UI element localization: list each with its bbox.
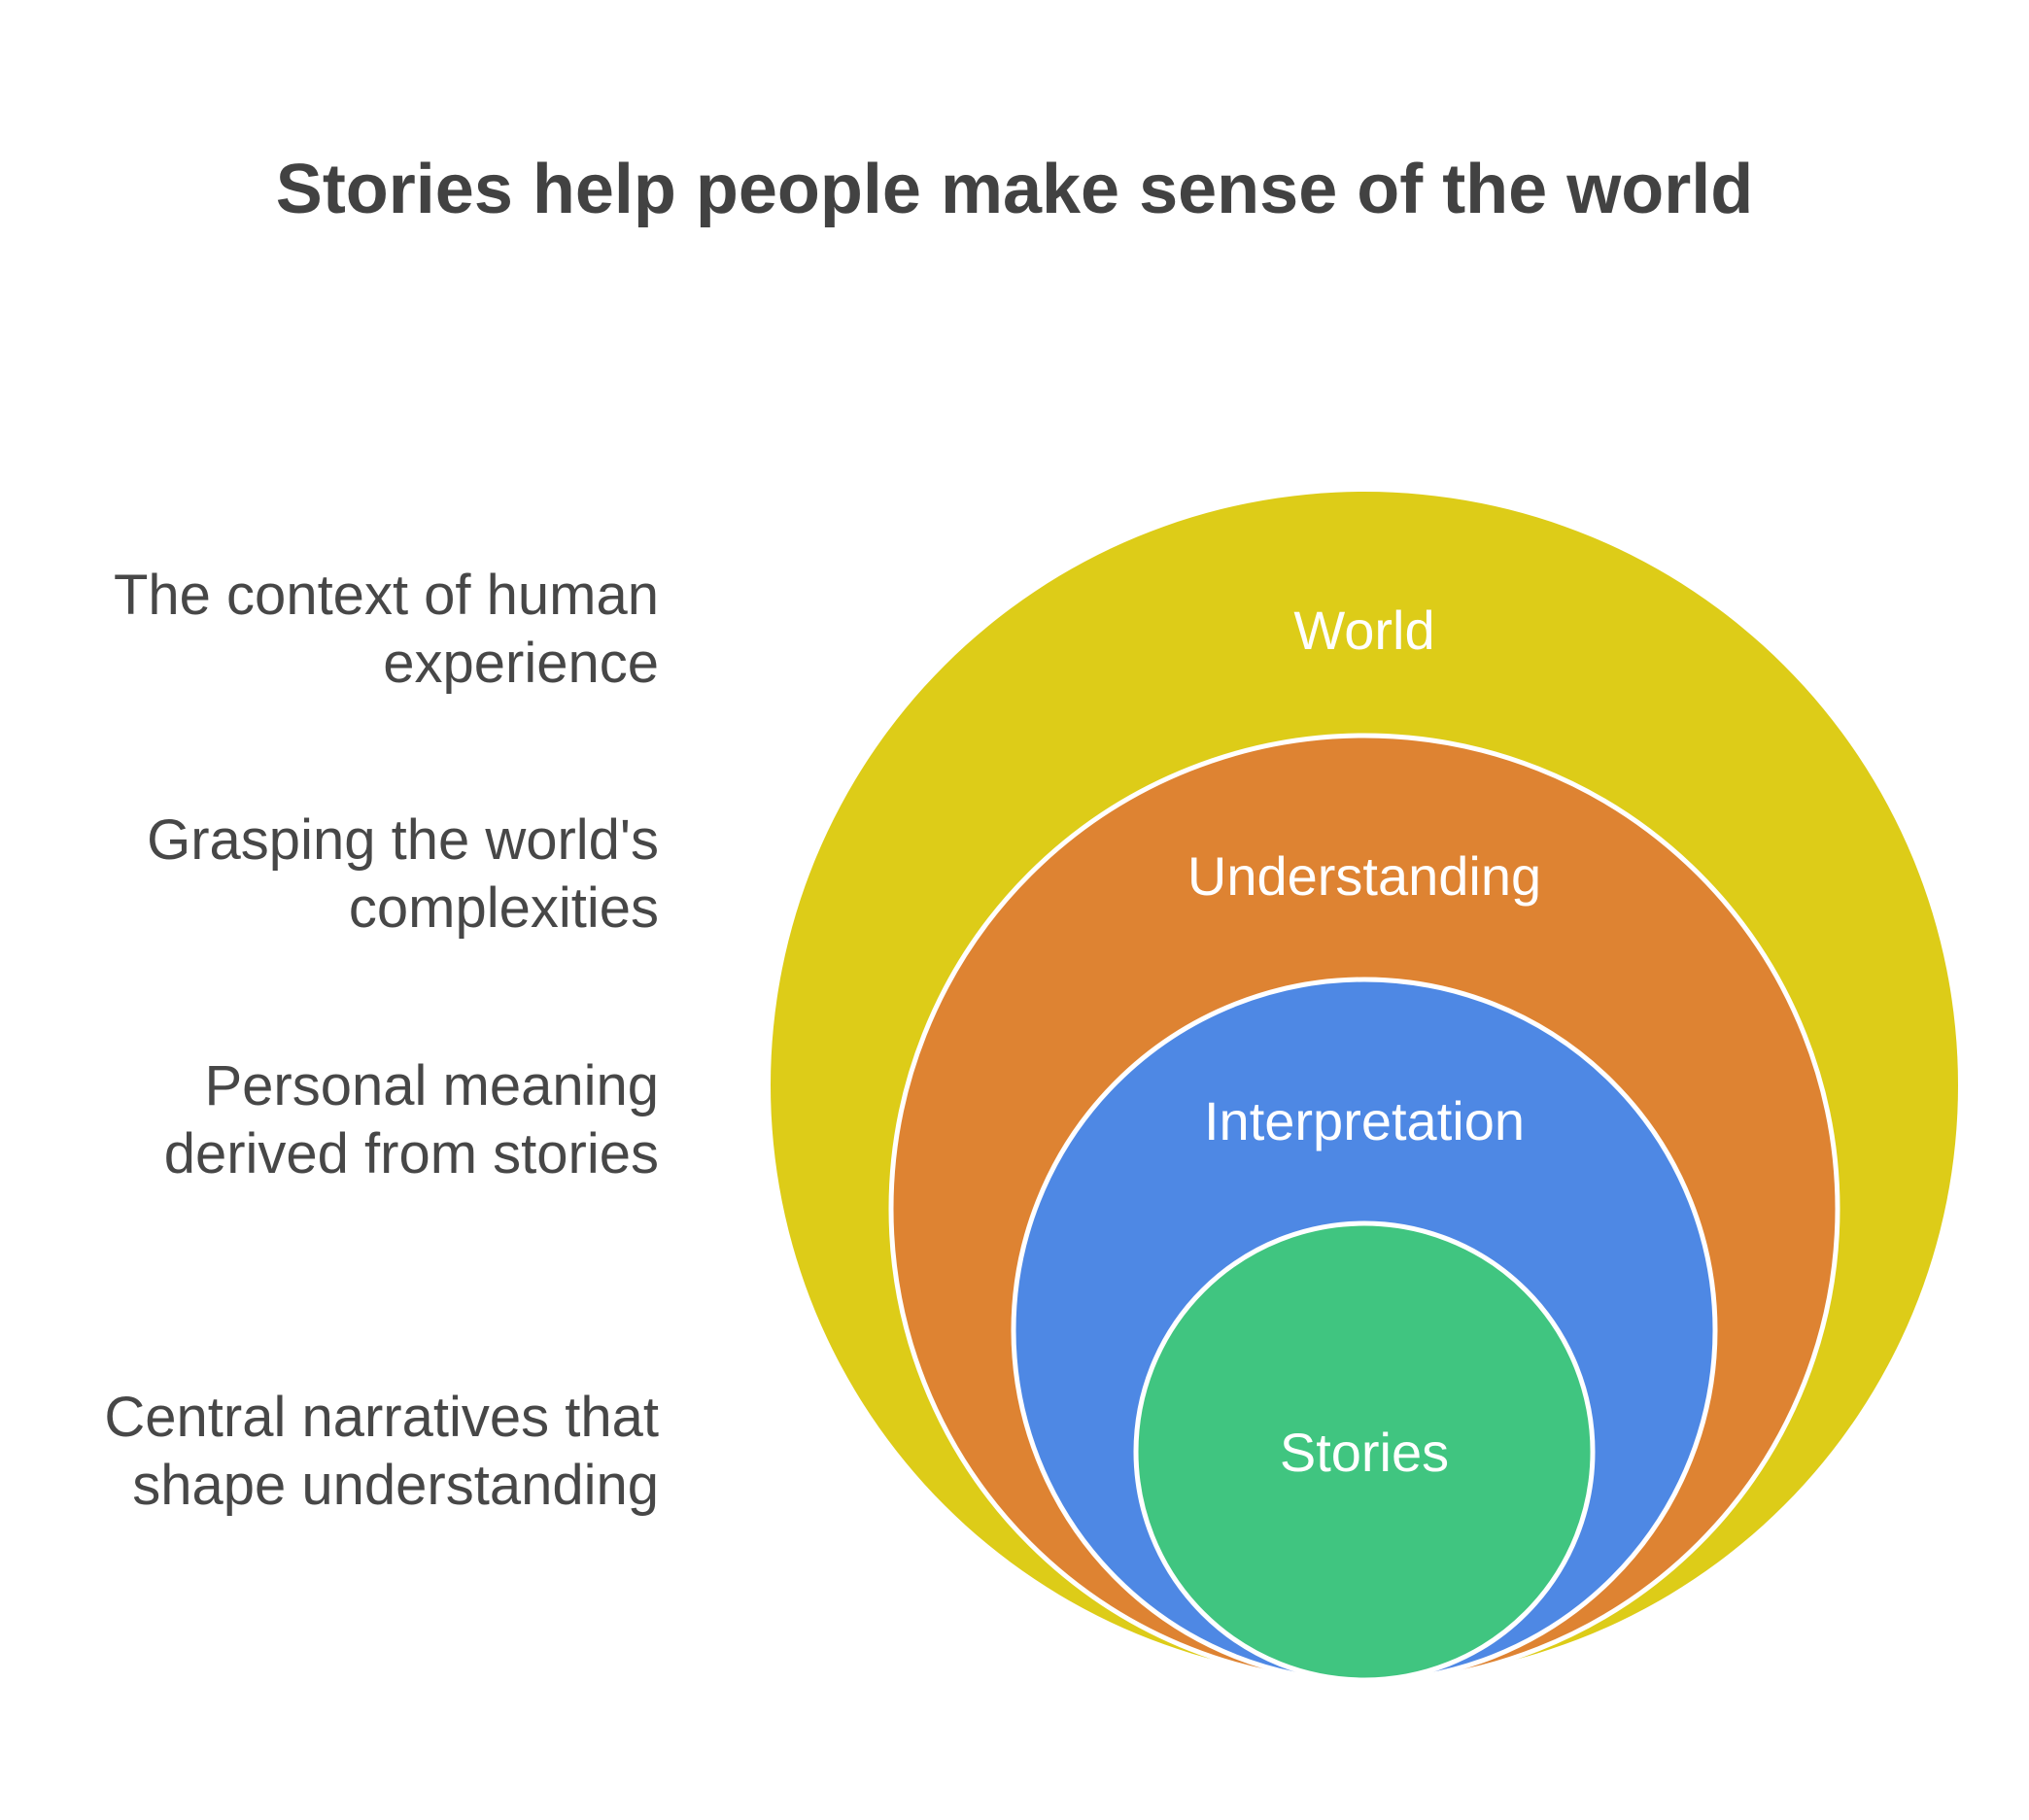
stories-circle xyxy=(1133,1220,1596,1683)
interpretation-label: Interpretation xyxy=(1204,1090,1525,1151)
stories-description-line-1: Central narratives that xyxy=(104,1386,659,1449)
interpretation-description-line-1: Personal meaning xyxy=(204,1054,659,1117)
understanding-description: Grasping the world's complexities xyxy=(0,807,659,943)
stories-label: Stories xyxy=(1280,1422,1449,1483)
world-label: World xyxy=(1293,600,1434,661)
world-description-line-2: experience xyxy=(383,632,659,695)
stories-description-line-2: shape understanding xyxy=(132,1454,659,1517)
page-title: Stories help people make sense of the wo… xyxy=(275,151,1754,228)
understanding-description-line-2: complexities xyxy=(348,876,659,940)
world-description-line-1: The context of human xyxy=(114,564,659,627)
stories-description: Central narratives that shape understand… xyxy=(0,1384,659,1520)
interpretation-description: Personal meaning derived from stories xyxy=(0,1052,659,1188)
world-description: The context of human experience xyxy=(0,562,659,698)
interpretation-description-line-2: derived from stories xyxy=(163,1122,659,1185)
understanding-description-line-1: Grasping the world's xyxy=(147,808,659,872)
understanding-label: Understanding xyxy=(1187,845,1541,907)
